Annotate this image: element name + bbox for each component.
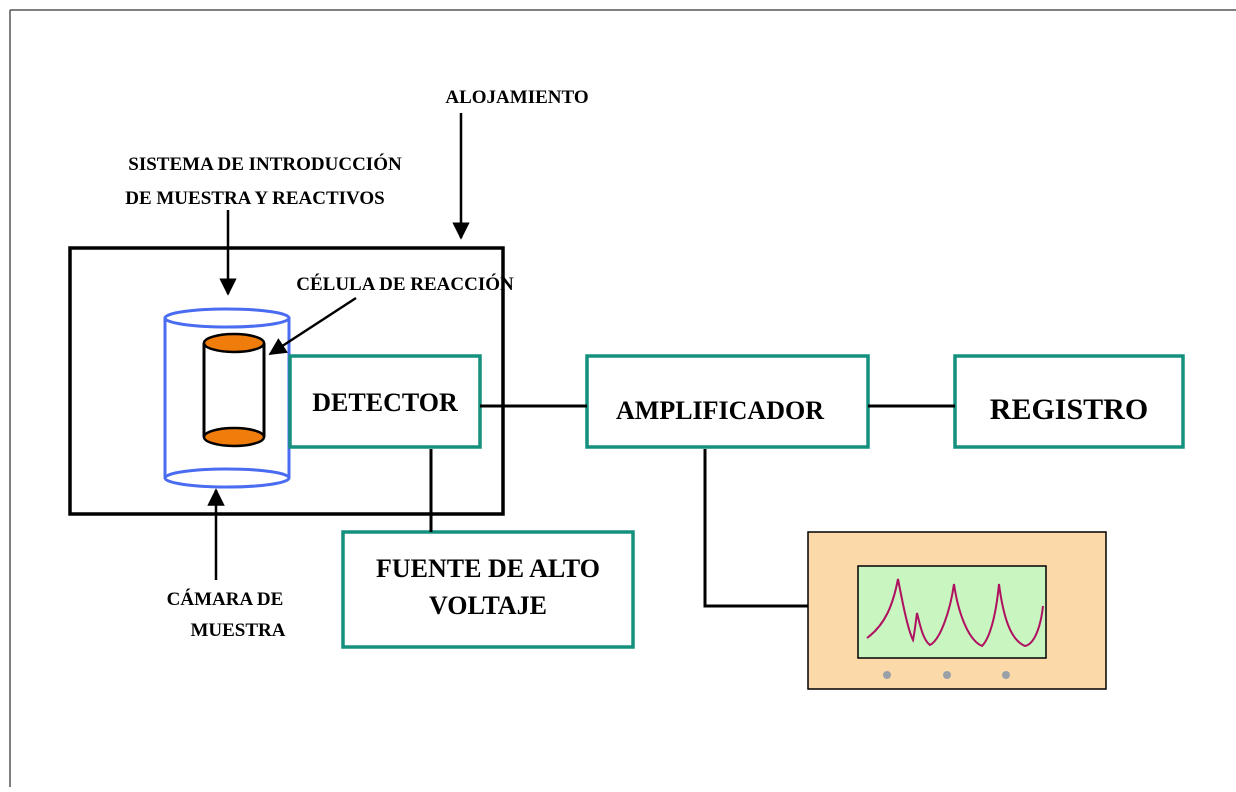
- sistema-label-line1: SISTEMA DE INTRODUCCIÓN: [128, 153, 402, 175]
- registro-block: [953, 354, 1185, 449]
- wire-amplificador-monitor: [703, 449, 808, 608]
- sample-chamber-cylinder-icon: [163, 307, 291, 489]
- monitor-screen: [857, 565, 1047, 659]
- monitor-knob: [1002, 671, 1010, 679]
- celula-label: CÉLULA DE REACCIÓN: [296, 273, 514, 295]
- alojamiento-label: ALOJAMIENTO: [445, 87, 588, 108]
- fuente-label-line1: FUENTE DE ALTO: [376, 554, 600, 583]
- detector-label: DETECTOR: [312, 388, 458, 417]
- celula-arrow: [268, 296, 357, 356]
- amplificador-label: AMPLIFICADOR: [616, 396, 824, 425]
- recorder-monitor-icon: [807, 531, 1107, 690]
- sistema-label-line2: DE MUESTRA Y REACTIVOS: [125, 188, 385, 209]
- monitor-knob: [883, 671, 891, 679]
- housing-box: [68, 246, 505, 516]
- monitor-knob: [943, 671, 951, 679]
- fuente-label-line2: VOLTAJE: [429, 591, 547, 620]
- signal-peaks: [866, 578, 1044, 648]
- fuente-block: [341, 530, 635, 649]
- camara-label-line1: CÁMARA DE: [167, 588, 284, 610]
- detector-block: [288, 354, 482, 449]
- reaction-cell-cylinder-icon: [202, 332, 266, 448]
- registro-label: REGISTRO: [990, 393, 1148, 426]
- amplificador-block: [585, 354, 870, 449]
- camara-label-line2: MUESTRA: [190, 620, 285, 641]
